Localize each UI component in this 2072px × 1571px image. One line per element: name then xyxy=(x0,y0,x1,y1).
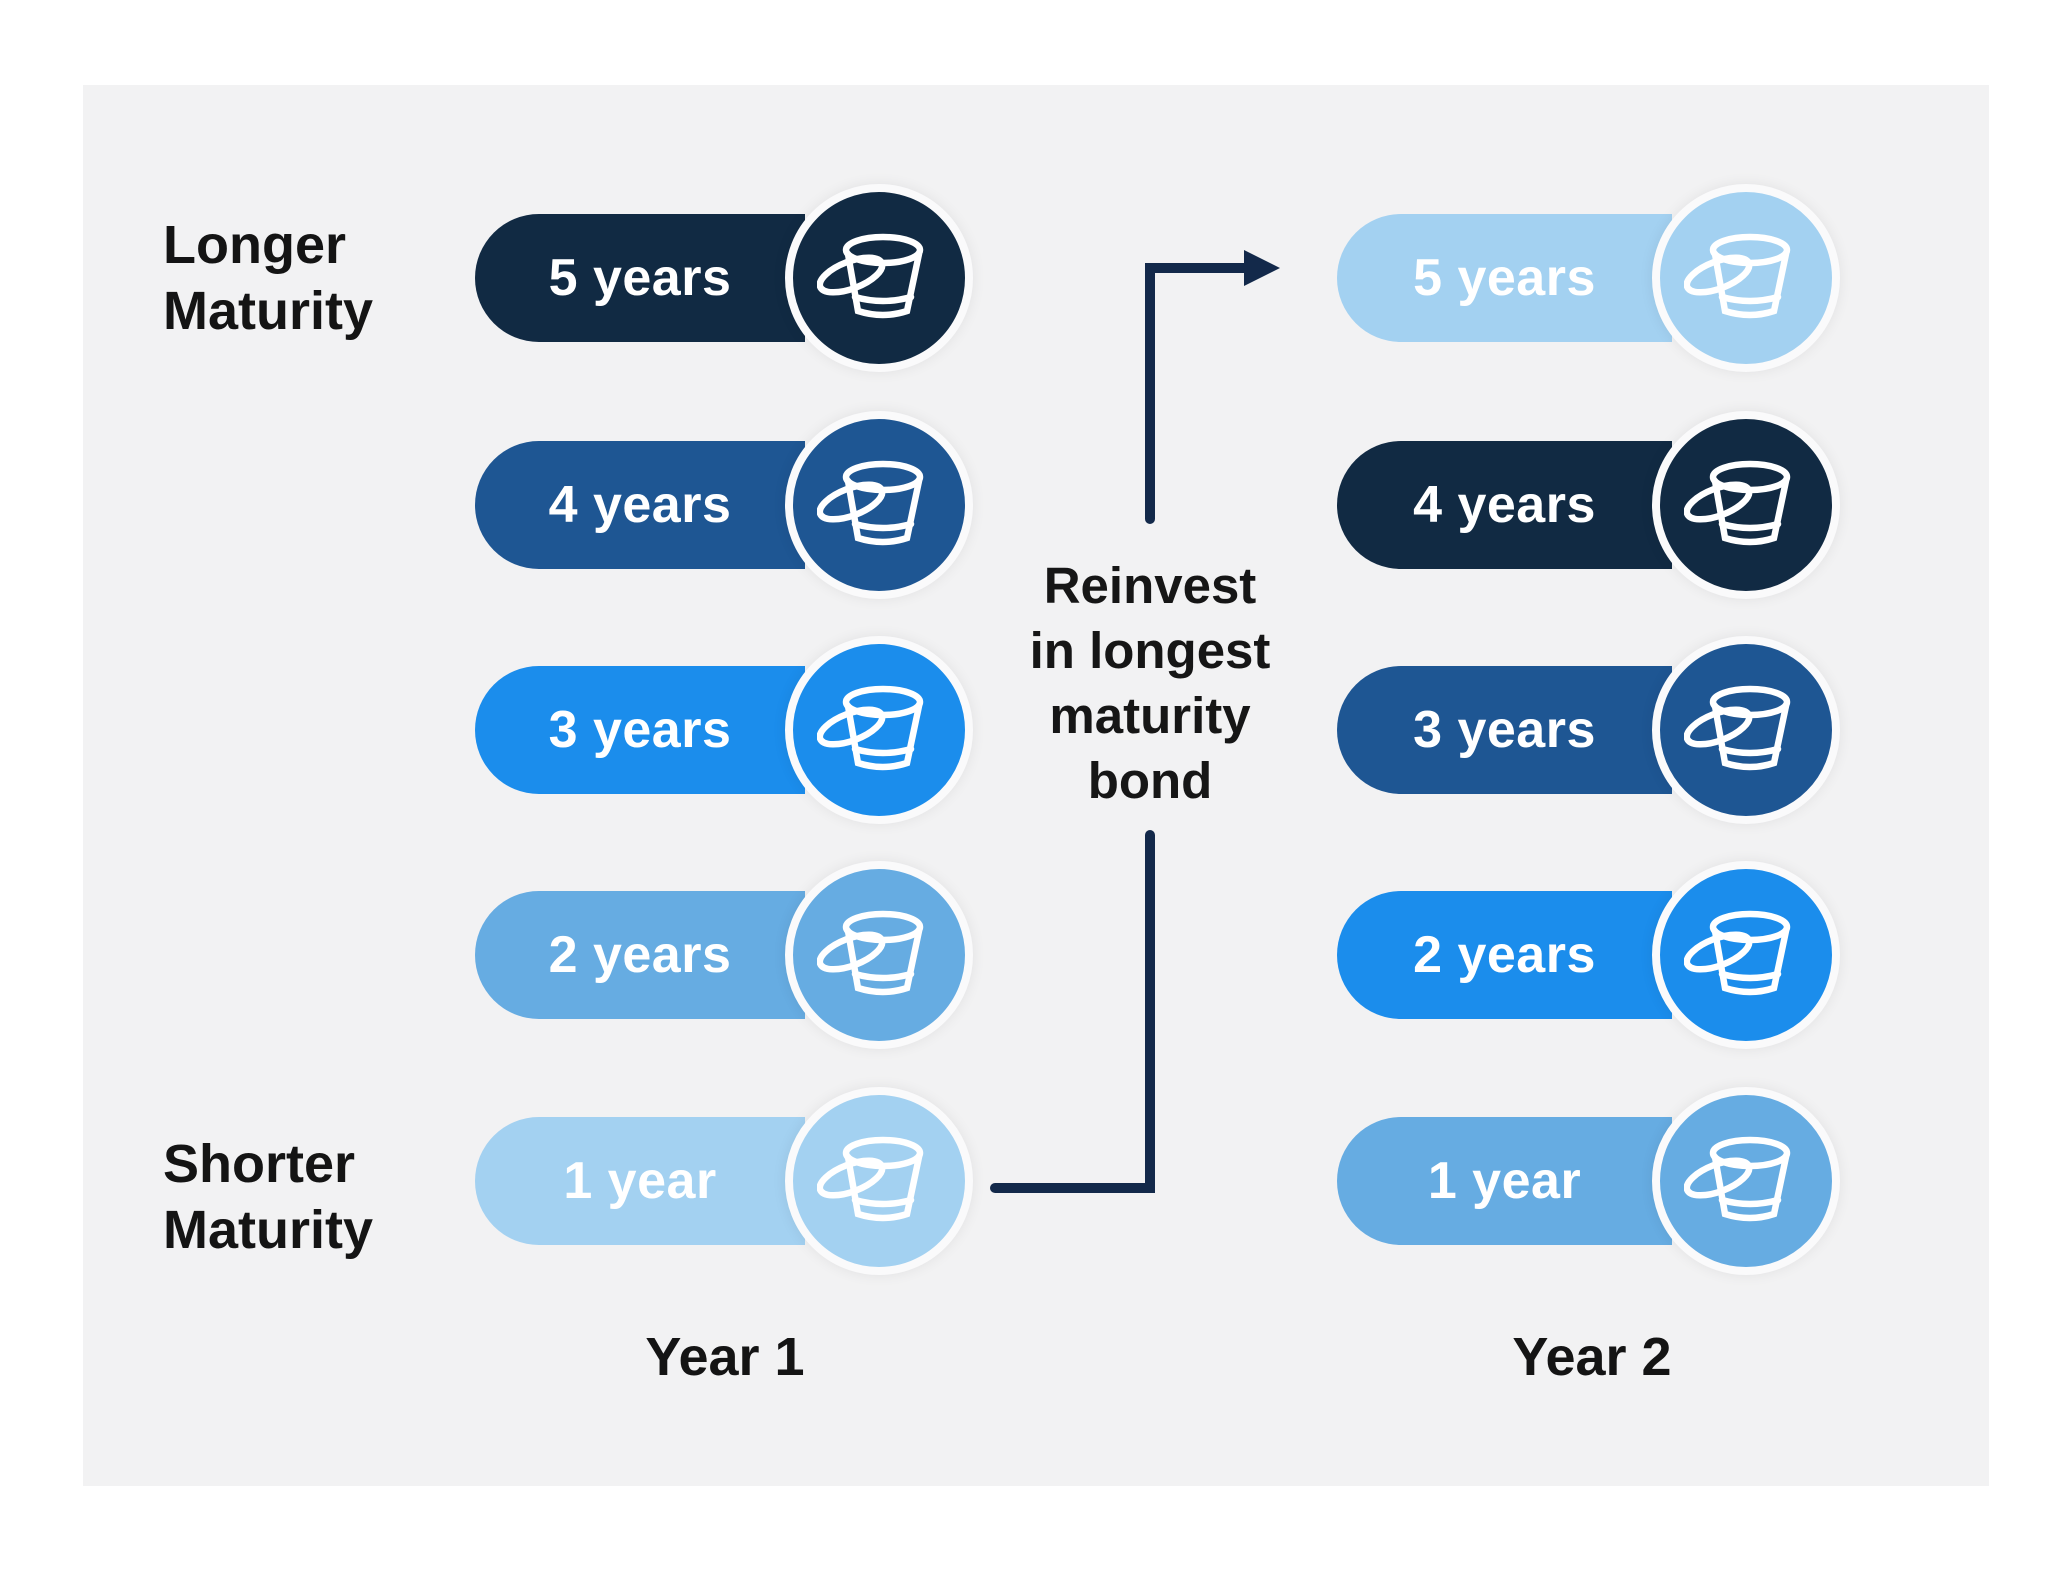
pill-label: 1 year xyxy=(1427,1152,1582,1210)
year1-caption: Year 1 xyxy=(645,1327,805,1387)
year1-1year-bucket-circle xyxy=(785,1087,973,1275)
bucket-icon xyxy=(1684,685,1791,771)
year2-5years-pill: 5 years xyxy=(1337,214,1672,342)
year2-1year-pill: 1 year xyxy=(1337,1117,1672,1245)
bucket-icon xyxy=(1684,1136,1791,1222)
pill-label: 5 years xyxy=(1413,249,1596,307)
year2-3years-bucket-circle xyxy=(1652,636,1840,824)
year2-4years-pill: 4 years xyxy=(1337,441,1672,569)
bucket-icon xyxy=(817,685,924,771)
bucket-icon xyxy=(817,910,924,996)
bucket-icon xyxy=(1684,460,1791,546)
year1-3years-bucket-circle xyxy=(785,636,973,824)
pill-label: 4 years xyxy=(548,476,732,534)
pill-label: 2 years xyxy=(548,926,732,984)
bucket-icon xyxy=(817,233,924,319)
year2-caption: Year 2 xyxy=(1512,1327,1672,1387)
pill-label: 5 years xyxy=(548,249,732,307)
year1-1year-pill: 1 year xyxy=(475,1117,805,1245)
year2-2years-pill: 2 years xyxy=(1337,891,1672,1019)
year1-3years-pill: 3 years xyxy=(475,666,805,794)
year1-4years-pill: 4 years xyxy=(475,441,805,569)
bucket-icon xyxy=(817,460,924,546)
pill-label: 3 years xyxy=(1413,701,1596,759)
year2-4years-bucket-circle xyxy=(1652,411,1840,599)
bucket-icon xyxy=(817,1136,924,1222)
reinvest-annotation: Reinvest in longest maturity bond xyxy=(1029,557,1271,809)
year1-5years-bucket-circle xyxy=(785,184,973,372)
pill-label: 1 year xyxy=(563,1152,717,1210)
year2-3years-pill: 3 years xyxy=(1337,666,1672,794)
year2-5years-bucket-circle xyxy=(1652,184,1840,372)
year1-4years-bucket-circle xyxy=(785,411,973,599)
pill-label: 3 years xyxy=(548,701,732,759)
pill-label: 2 years xyxy=(1413,926,1596,984)
arrow-upper-segment xyxy=(1145,263,1251,524)
arrow-lower-segment xyxy=(990,830,1155,1193)
shorter-maturity-label: Shorter Maturity xyxy=(163,1134,374,1260)
longer-maturity-label: Longer Maturity xyxy=(163,215,374,341)
year2-2years-bucket-circle xyxy=(1652,861,1840,1049)
bucket-icon xyxy=(1684,910,1791,996)
bucket-icon xyxy=(1684,233,1791,319)
year1-2years-pill: 2 years xyxy=(475,891,805,1019)
year1-2years-bucket-circle xyxy=(785,861,973,1049)
pill-label: 4 years xyxy=(1413,476,1596,534)
year1-5years-pill: 5 years xyxy=(475,214,805,342)
arrow-head xyxy=(1244,250,1280,286)
year2-1year-bucket-circle xyxy=(1652,1087,1840,1275)
